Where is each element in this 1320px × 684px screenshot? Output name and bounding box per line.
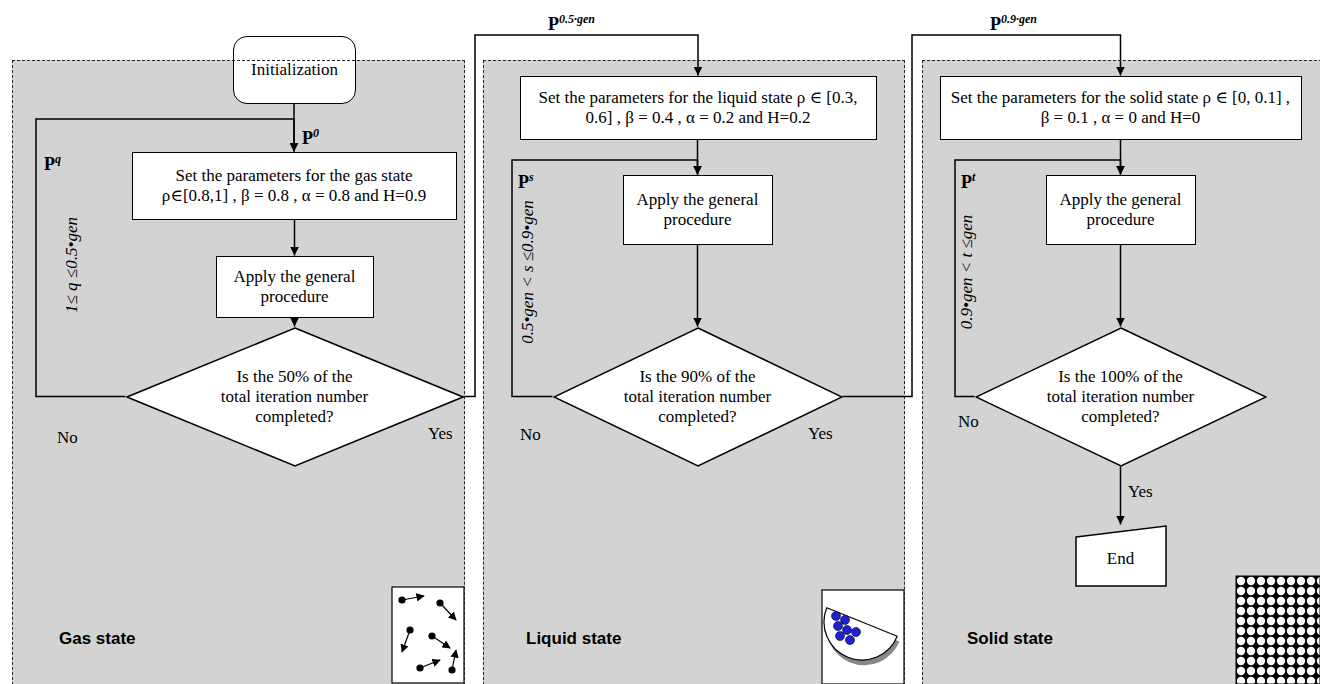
range-label: 0.5•gen < s ≤0.9•gen: [518, 200, 538, 344]
box-text: Set the parameters for the gas state ρ∈[…: [133, 162, 456, 210]
edge-label: Pq: [44, 148, 61, 175]
branch-label: Yes: [808, 424, 833, 444]
decision-diamond: Is the 100% of the total iteration numbe…: [975, 327, 1267, 467]
box-text: End: [1099, 539, 1142, 573]
edge-label: P0.5·gen: [548, 8, 595, 35]
process-box: Set the parameters for the liquid state …: [520, 76, 877, 140]
process-box: Set the parameters for the gas state ρ∈[…: [132, 152, 457, 220]
flow-arrow: [294, 318, 296, 327]
branch-label: Yes: [1128, 482, 1153, 502]
decision-text: Is the 90% of the total iteration number…: [615, 363, 781, 431]
population-index: q: [55, 152, 61, 166]
state-title: Liquid state: [526, 629, 621, 649]
population-index: 0: [313, 126, 319, 140]
box-text: Set the parameters for the liquid state …: [521, 84, 876, 132]
solid-ground: [922, 60, 1320, 684]
process-box: Set the parameters for the solid state ρ…: [940, 76, 1302, 140]
decision-text: Is the 50% of the total iteration number…: [212, 363, 378, 431]
population-symbol: P: [548, 14, 559, 34]
branch-label: No: [958, 412, 979, 432]
branch-label: Yes: [428, 424, 453, 444]
population-index: t: [972, 170, 975, 184]
outline: [127, 328, 463, 466]
process-box: Apply the general procedure: [216, 256, 374, 318]
outline: [976, 328, 1266, 466]
flow-arrow: [697, 245, 699, 327]
box-text: Apply the general procedure: [217, 263, 373, 311]
box-text: Apply the general procedure: [624, 186, 772, 234]
edge-label: Ps: [518, 166, 534, 193]
solid-icon: [1236, 576, 1320, 684]
edge-label: P0.9·gen: [990, 8, 1037, 35]
branch-label: No: [520, 425, 541, 445]
decision-text: Is the 100% of the total iteration numbe…: [1038, 363, 1204, 431]
end-terminal: End: [1075, 525, 1167, 587]
population-symbol: P: [961, 172, 972, 192]
state-title: Gas state: [59, 629, 136, 649]
decision-diamond: Is the 50% of the total iteration number…: [126, 327, 464, 467]
branch-label: No: [57, 428, 78, 448]
box-text: Apply the general procedure: [1047, 186, 1195, 234]
flow-arrow: [1120, 245, 1122, 327]
process-box: Apply the general procedure: [623, 175, 773, 245]
population-symbol: P: [44, 154, 55, 174]
population-symbol: P: [518, 172, 529, 192]
start-box: Initialization: [233, 36, 356, 104]
state-panel: Set the parameters for the gas state ρ∈[…: [12, 60, 465, 684]
state-panel: Set the parameters for the liquid state …: [483, 60, 905, 684]
gas-ground: [12, 60, 465, 684]
edge-label: Pt: [961, 166, 975, 193]
population-index: 0.5·gen: [559, 12, 595, 26]
gas-icon: [392, 587, 464, 683]
outline: [554, 328, 842, 466]
liquid-icon: [811, 590, 904, 684]
flow-arrow: [294, 220, 296, 256]
process-box: Apply the general procedure: [1046, 175, 1196, 245]
state-panel: Set the parameters for the solid state ρ…: [922, 60, 1320, 684]
population-index: s: [529, 170, 534, 184]
population-symbol: P: [302, 128, 313, 148]
outline: [1076, 526, 1166, 586]
population-symbol: P: [990, 14, 1001, 34]
state-title: Solid state: [967, 629, 1053, 649]
range-label: 1≤ q ≤0.5•gen: [62, 217, 82, 313]
edge-label: P0: [302, 122, 319, 149]
population-index: 0.9·gen: [1001, 12, 1037, 26]
liquid-ground: [483, 60, 905, 684]
flow-arrow: [1120, 467, 1122, 525]
box-text: Set the parameters for the solid state ρ…: [941, 84, 1301, 132]
range-label: 0.9•gen < t ≤gen: [957, 215, 977, 330]
decision-diamond: Is the 90% of the total iteration number…: [553, 327, 843, 467]
